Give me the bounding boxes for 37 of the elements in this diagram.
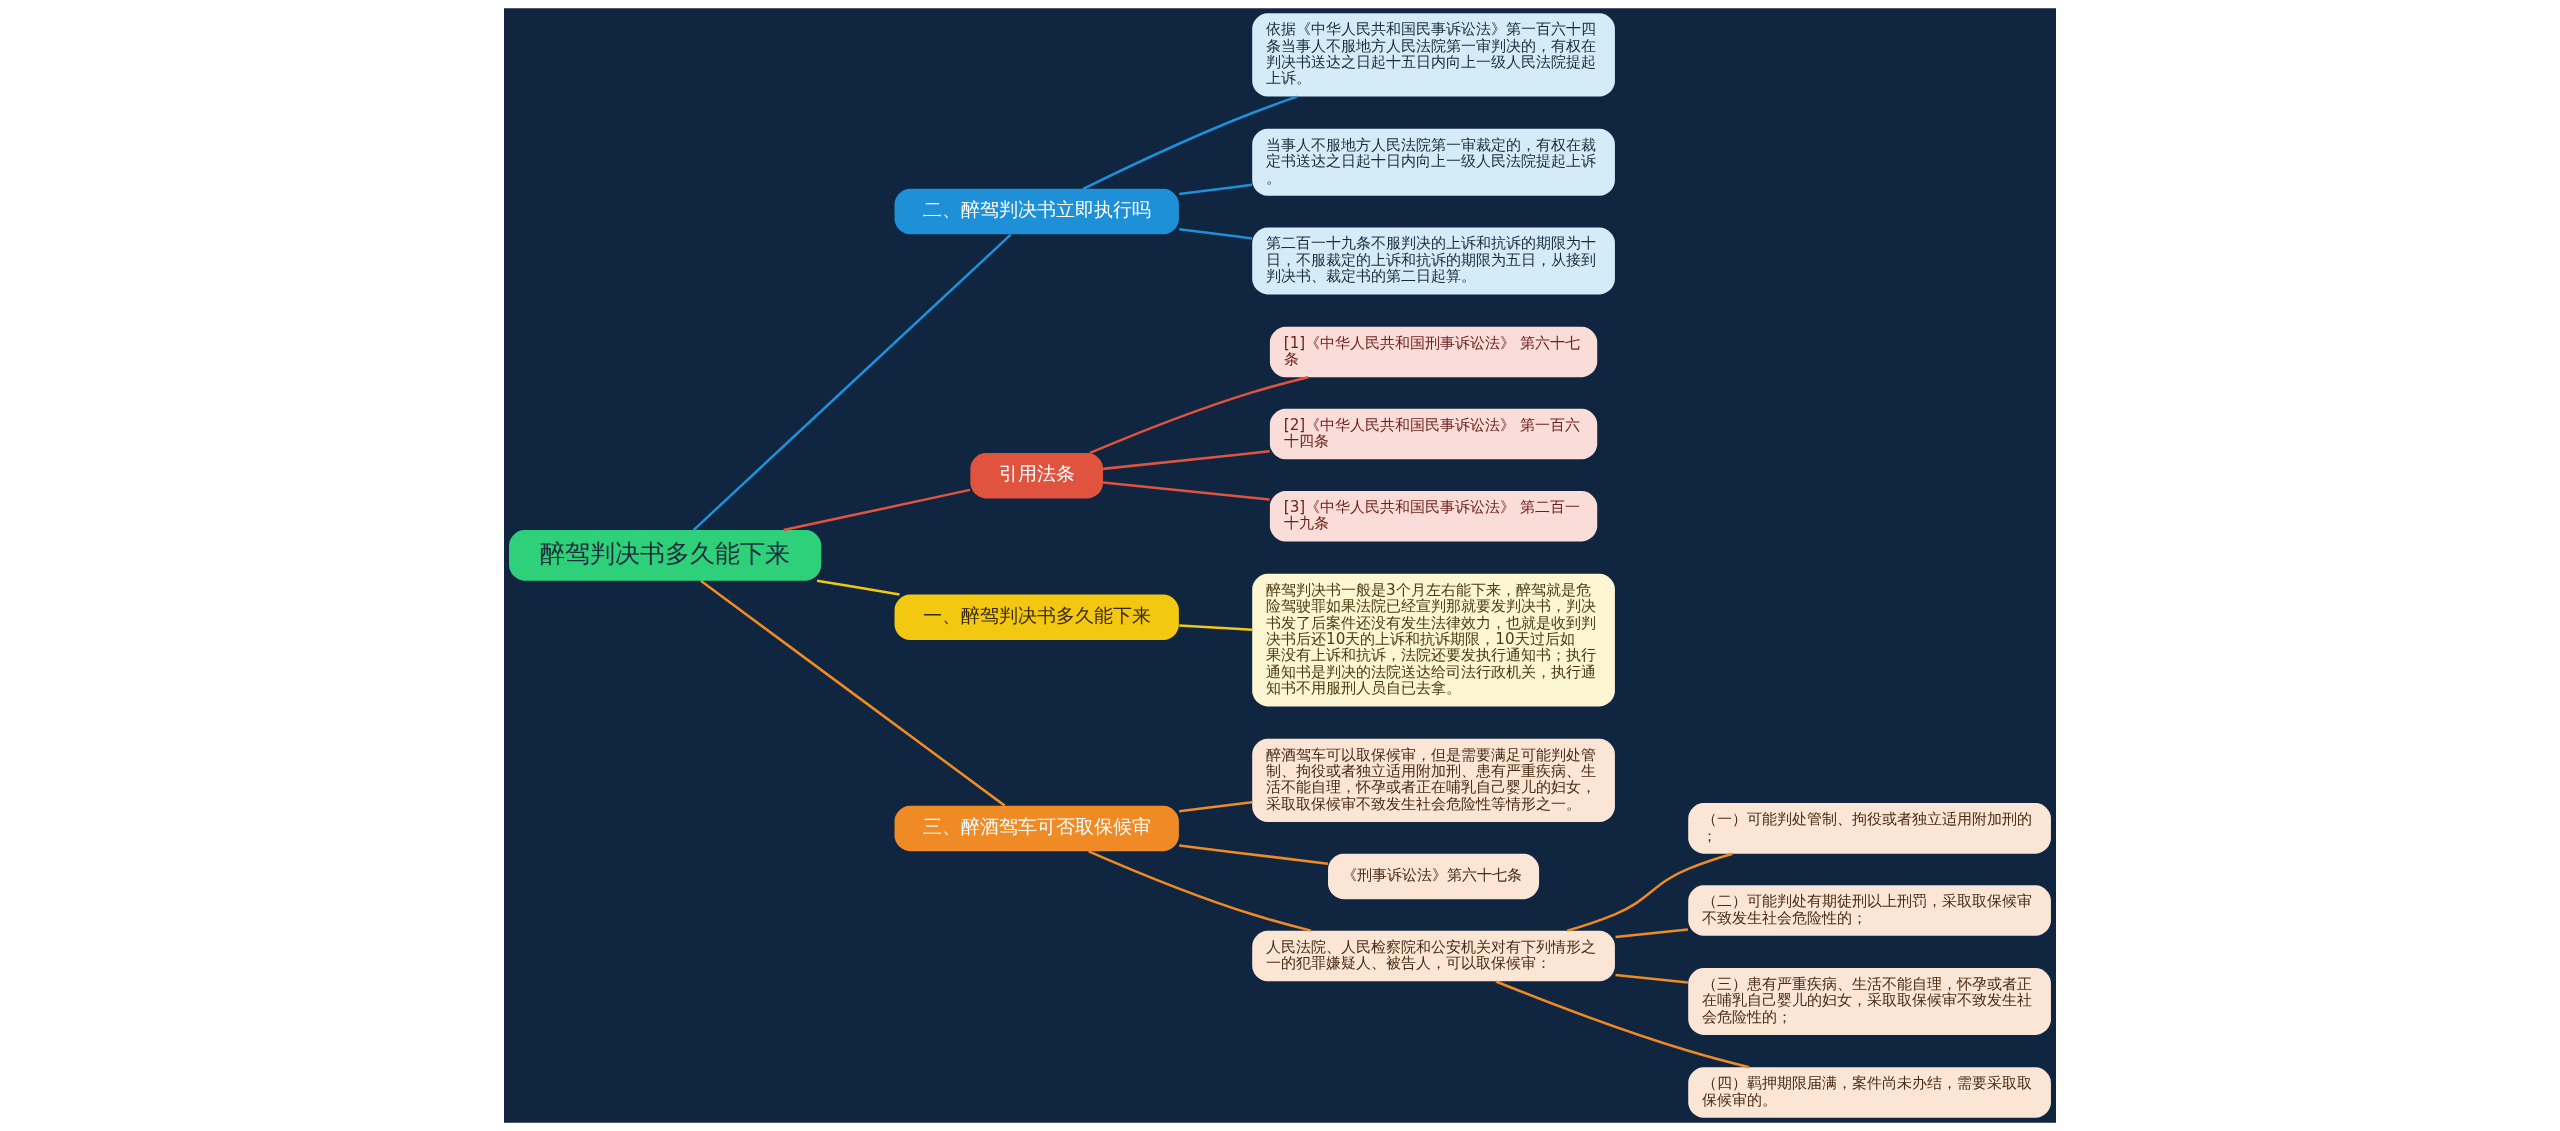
node-box: [1]《中华人民共和国刑事诉讼法》 第六十七条 xyxy=(1269,326,1598,378)
node-box: 醉驾判决书多久能下来 xyxy=(509,530,822,581)
connector xyxy=(1615,928,1689,939)
node-box: 依据《中华人民共和国民事诉讼法》第一百六十四条当事人不服地方人民法院第一审判决的，有权在判决书送达之日起十五日内向上一级人民法院提起上诉。 xyxy=(1252,13,1615,97)
connector xyxy=(1088,850,1312,932)
node-box: 二、醉驾判决书立即执行吗 xyxy=(894,188,1179,235)
node-box: 醉驾判决书一般是3个月左右能下来，醉驾就是危险驾驶罪如果法院已经宣判那就要发判决书，判决书发了后案件还没有发生法律效力，也就是收到判决书后还10天的上诉和抗诉期限，10天过后如果没有上诉和抗诉，法院还要发执行通知书；执行通知书是判决的法院送达给司法行政机关，执行通知书不用服刑人员自已去拿。 xyxy=(1252,573,1615,707)
node-box: 一、醉驾判决书多久能下来 xyxy=(894,594,1179,641)
node-box: （四）羁押期限届满，案件尚未办结，需要采取取保候审的。 xyxy=(1688,1067,2051,1118)
node-box: [3]《中华人民共和国民事诉讼法》 第二百一十九条 xyxy=(1269,490,1598,542)
connector xyxy=(1566,852,1733,932)
connector xyxy=(1089,376,1309,455)
node-box: 人民法院、人民检察院和公安机关对有下列情形之一的犯罪嫌疑人、被告人，可以取保候审： xyxy=(1252,930,1615,982)
connector xyxy=(1179,844,1329,865)
node-box: [2]《中华人民共和国民事诉讼法》 第一百六十四条 xyxy=(1269,408,1598,460)
connector xyxy=(1179,228,1253,240)
node-box: （一）可能判处管制、拘役或者独立适用附加刑的； xyxy=(1688,803,2051,854)
connector xyxy=(700,579,1006,807)
connector xyxy=(1179,183,1253,196)
connector xyxy=(1495,980,1750,1069)
node-box: 引用法条 xyxy=(970,453,1104,499)
node-box: （二）可能判处有期徒刑以上刑罚，采取取保候审不致发生社会危险性的； xyxy=(1688,885,2051,936)
connector xyxy=(1179,624,1253,631)
connector xyxy=(1615,973,1689,984)
node-box: 三、醉酒驾车可否取保候审 xyxy=(894,805,1179,852)
connector xyxy=(1082,95,1298,190)
node-box: 第二百一十九条不服判决的上诉和抗诉的期限为十日，不服裁定的上诉和抗诉的期限为五日，从接到判决书、裁定书的第二日起算。 xyxy=(1252,227,1615,295)
connector xyxy=(1102,481,1270,501)
connector xyxy=(783,488,971,532)
node-box: 当事人不服地方人民法院第一审裁定的，有权在裁定书送达之日起十日内向上一级人民法院提起上诉。 xyxy=(1252,128,1615,196)
node-box: 醉酒驾车可以取保候审，但是需要满足可能判处管制、拘役或者独立适用附加刑、患有严重疾病、生活不能自理，怀孕或者正在哺乳自己婴儿的妇女，采取取保候审不致发生社会危险性等情形之一。 xyxy=(1252,738,1615,823)
connector xyxy=(692,233,1012,532)
connector xyxy=(816,579,900,596)
connector xyxy=(1179,801,1253,813)
node-box: 《刑事诉讼法》第六十七条 xyxy=(1328,853,1540,900)
node-box: （三）患有严重疾病、生活不能自理，怀孕或者正在哺乳自己婴儿的妇女，采取取保候审不致发生社会危险性的； xyxy=(1688,968,2051,1035)
connector xyxy=(1102,450,1270,471)
